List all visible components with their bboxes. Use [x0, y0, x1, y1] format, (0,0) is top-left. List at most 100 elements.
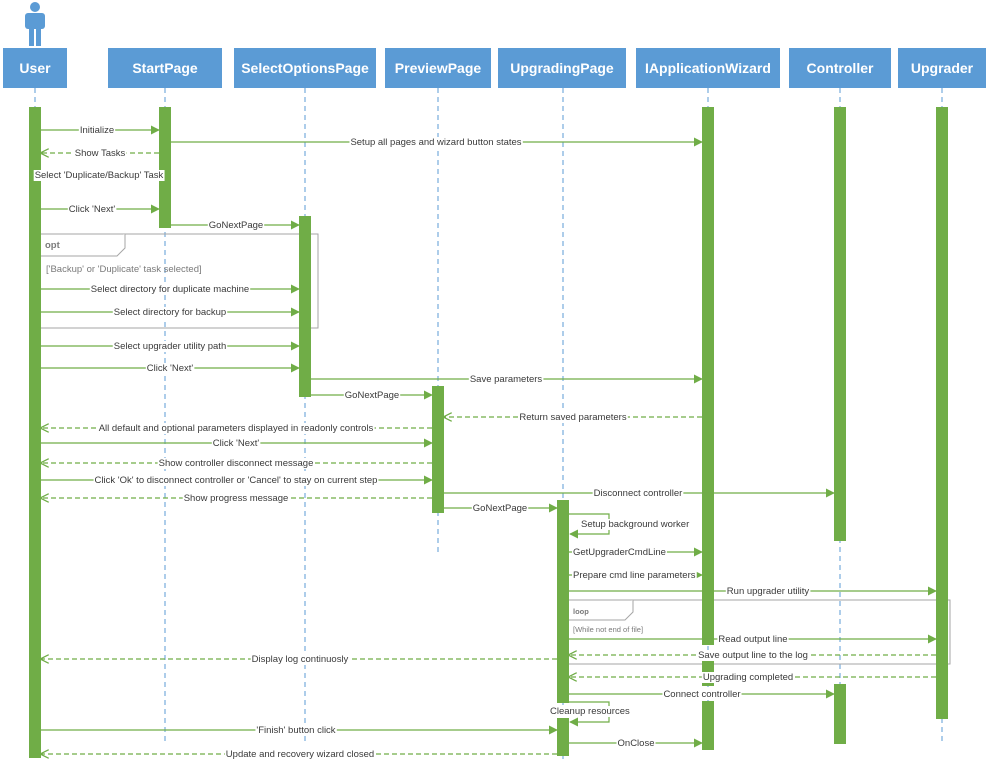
- activation-wizard-1: [702, 107, 714, 645]
- message-label: Select directory for backup: [114, 307, 226, 318]
- message-label: Show progress message: [184, 493, 289, 504]
- participant-box: [108, 48, 222, 88]
- message-3: Show Tasks: [41, 148, 159, 159]
- message-label: Select upgrader utility path: [114, 341, 226, 352]
- message-label: Disconnect controller: [594, 488, 683, 499]
- message-label: Click 'Next': [69, 204, 116, 215]
- message-label-bg: [33, 170, 165, 181]
- activation-upgrader-1: [936, 107, 948, 719]
- activation-preview-1: [432, 386, 444, 513]
- activation-user-1: [29, 107, 41, 758]
- message-23: Prepare cmd line parameters: [569, 570, 703, 581]
- message-label: Select directory for duplicate machine: [91, 284, 249, 295]
- message-label: GetUpgraderCmdLine: [573, 547, 666, 558]
- message-label-bg: [182, 493, 290, 504]
- opt-guard-label: ['Backup' or 'Duplicate' task selected]: [46, 264, 202, 275]
- message-7: Select directory for duplicate machine: [41, 284, 300, 295]
- message-label: Return saved parameters: [519, 412, 626, 423]
- message-label: Save parameters: [470, 374, 543, 385]
- message-label: Select 'Duplicate/Backup' Task: [35, 170, 164, 181]
- message-label-bg: [73, 148, 127, 159]
- participant-controller: Controller: [789, 48, 891, 88]
- message-label-bg: [468, 374, 544, 385]
- message-12: GoNextPage: [311, 390, 433, 401]
- message-label: Read output line: [718, 634, 787, 645]
- message-label-bg: [250, 654, 350, 665]
- message-6: GoNextPage: [171, 220, 300, 231]
- message-13: Return saved parameters: [444, 412, 702, 423]
- message-label-bg: [211, 438, 261, 449]
- message-label: GoNextPage: [209, 220, 263, 231]
- message-label-bg: [701, 672, 795, 683]
- message-4: Select 'Duplicate/Backup' Task: [33, 170, 165, 181]
- message-label: Setup all pages and wizard button states: [350, 137, 521, 148]
- message-11: Save parameters: [311, 374, 703, 385]
- message-26: Save output line to the log: [569, 650, 936, 661]
- message-15: Click 'Next': [41, 438, 433, 449]
- participant-box: [789, 48, 891, 88]
- participant-preview: PreviewPage: [385, 48, 491, 88]
- participant-wizard: IApplicationWizard: [636, 48, 780, 88]
- message-24: Run upgrader utility: [569, 586, 937, 597]
- message-label-bg: [93, 475, 379, 486]
- message-label: Show controller disconnect message: [159, 458, 314, 469]
- message-label: Cleanup resources: [550, 706, 630, 717]
- participant-label: User: [19, 60, 51, 76]
- message-label-bg: [112, 341, 228, 352]
- message-label-bg: [207, 220, 265, 231]
- message-label-bg: [349, 137, 523, 148]
- activation-upgrading-2: [557, 718, 569, 756]
- message-1: Initialize: [41, 125, 160, 136]
- message-label-bg: [78, 125, 116, 136]
- message-label-bg: [97, 423, 375, 434]
- message-27: Display log continuosly: [41, 654, 557, 665]
- participant-box: [234, 48, 376, 88]
- message-label: Show Tasks: [75, 148, 126, 159]
- combined-fragments: opt['Backup' or 'Duplicate' task selecte…: [34, 233, 951, 665]
- message-label: 'Finish' button click: [256, 725, 335, 736]
- participant-box: [3, 48, 67, 88]
- message-14: All default and optional parameters disp…: [41, 423, 432, 434]
- opt-fragment-tab: [35, 234, 126, 257]
- message-label: Save output line to the log: [698, 650, 808, 661]
- message-label-bg: [616, 738, 656, 749]
- message-label: Setup background worker: [581, 519, 689, 530]
- message-33: Update and recovery wizard closed: [41, 749, 557, 760]
- participant-box: [385, 48, 491, 88]
- message-label-bg: [89, 284, 251, 295]
- message-label: Click 'Ok' to disconnect controller or '…: [95, 475, 378, 486]
- message-label: Click 'Next': [213, 438, 260, 449]
- message-8: Select directory for backup: [41, 307, 300, 318]
- participant-label: Upgrader: [911, 60, 974, 76]
- participant-label: UpgradingPage: [510, 60, 614, 76]
- loop-fragment-tab: [563, 600, 634, 621]
- message-20: GoNextPage: [444, 503, 558, 514]
- participant-box: [898, 48, 986, 88]
- message-label: GoNextPage: [345, 390, 399, 401]
- message-19: Disconnect controller: [444, 488, 835, 499]
- message-30: Cleanup resources: [549, 701, 631, 727]
- message-label-bg: [112, 307, 228, 318]
- message-label: GoNextPage: [473, 503, 527, 514]
- message-22: GetUpgraderCmdLine: [569, 547, 703, 558]
- message-17: Click 'Ok' to disconnect controller or '…: [41, 475, 433, 486]
- activation-startpage-1: [159, 107, 171, 228]
- message-label-bg: [343, 390, 401, 401]
- participant-label: StartPage: [132, 60, 198, 76]
- message-label-bg: [145, 363, 195, 374]
- message-label-bg: [255, 725, 337, 736]
- participant-upgrading: UpgradingPage: [498, 48, 626, 88]
- message-label: All default and optional parameters disp…: [99, 423, 374, 434]
- participant-user: User: [3, 48, 67, 88]
- message-label-bg: [572, 547, 667, 558]
- activation-wizard-3: [702, 701, 714, 750]
- activation-upgrading-1: [557, 500, 569, 703]
- message-label: Initialize: [80, 125, 114, 136]
- message-31: 'Finish' button click: [41, 725, 558, 736]
- message-label-bg: [662, 689, 742, 700]
- message-16: Show controller disconnect message: [41, 458, 432, 469]
- message-29: Connect controller: [569, 689, 835, 700]
- message-label-bg: [697, 650, 809, 661]
